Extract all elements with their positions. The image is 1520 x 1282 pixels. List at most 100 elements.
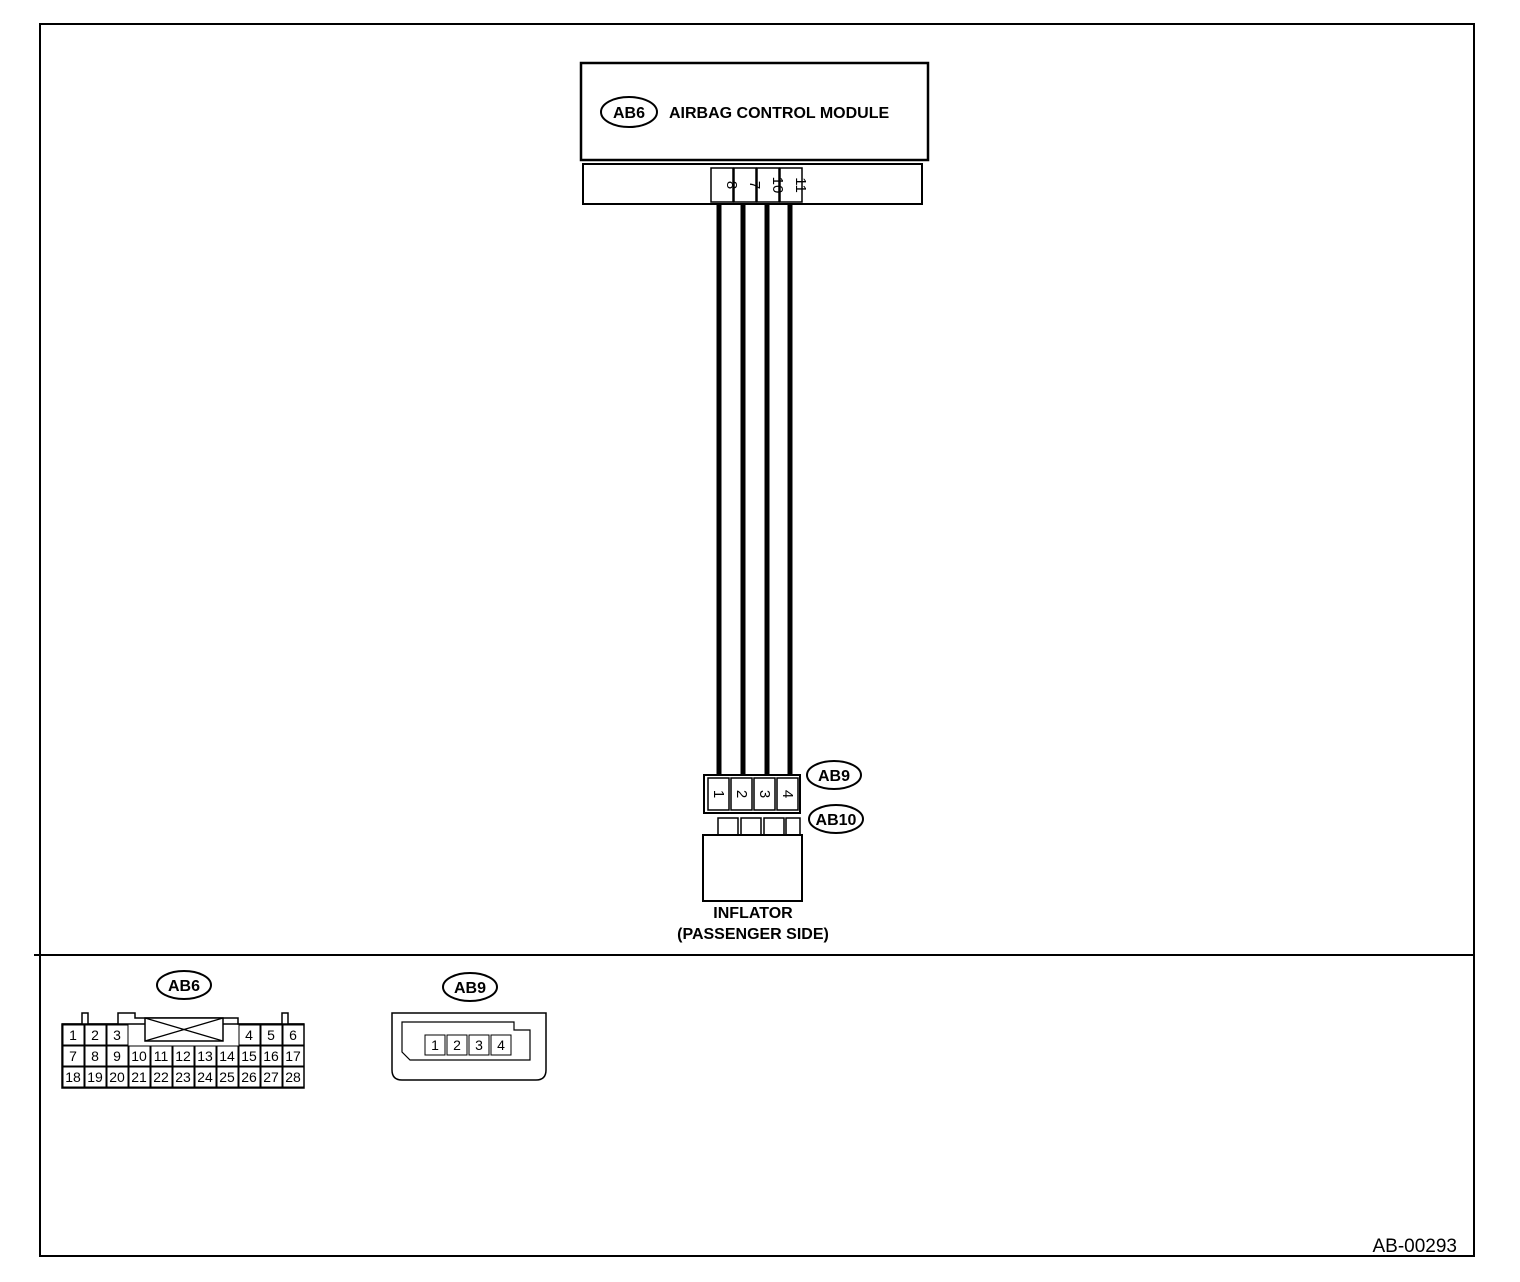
connector-badge-top-text: AB9 <box>818 768 850 785</box>
ab6-cell <box>106 1066 129 1088</box>
ab6-pin: 9 <box>113 1048 121 1064</box>
ab6-pin: 18 <box>65 1069 81 1085</box>
connector-badge-bottom-text: AB10 <box>816 812 857 829</box>
terminal-stub <box>763 817 785 837</box>
ab9-cell <box>468 1034 490 1056</box>
inflator-label: INFLATOR <box>713 905 793 922</box>
ab9-pin: 4 <box>497 1037 505 1053</box>
ab6-cell <box>172 1066 195 1088</box>
ab6-pin: 23 <box>175 1069 191 1085</box>
module-badge-text: AB6 <box>613 105 645 122</box>
ab9-cell <box>424 1034 446 1056</box>
ab6-pin: 24 <box>197 1069 213 1085</box>
ab6-cell <box>194 1066 217 1088</box>
ab9-pin: 3 <box>475 1037 483 1053</box>
inflator-sublabel: (PASSENGER SIDE) <box>677 926 829 943</box>
ab6-pin: 6 <box>289 1027 297 1043</box>
outer-frame <box>39 23 1475 1257</box>
ab6-cell <box>128 1066 151 1088</box>
ab6-pin: 19 <box>87 1069 103 1085</box>
ab6-pin: 2 <box>91 1027 99 1043</box>
ab6-cell <box>260 1045 283 1067</box>
ab6-pin: 27 <box>263 1069 279 1085</box>
ab9-cell <box>490 1034 512 1056</box>
ab6-cell <box>84 1024 107 1046</box>
ab6-blank-cross <box>144 1017 224 1042</box>
ab6-cell <box>62 1024 85 1046</box>
module-pin-label: 11 <box>792 177 809 193</box>
connector-badge-bottom <box>808 804 864 834</box>
ab6-pin: 17 <box>285 1048 301 1064</box>
ab6-pin: 3 <box>113 1027 121 1043</box>
inflator: INFLATOR (PASSENGER SIDE) <box>677 834 829 943</box>
ab6-cell <box>260 1066 283 1088</box>
ab6-cell <box>282 1045 305 1067</box>
ab6-cell <box>84 1066 107 1088</box>
ab6-cell <box>128 1045 151 1067</box>
ab6-cell <box>238 1024 261 1046</box>
ab6-pin: 13 <box>197 1048 213 1064</box>
ab6-cell <box>194 1045 217 1067</box>
module-badge <box>600 96 658 128</box>
ab6-cell <box>282 1066 305 1088</box>
connector-pin-cell <box>707 777 730 811</box>
inflator-connector: 1 2 3 4 AB9 AB10 <box>703 760 864 837</box>
airbag-control-module: AB6 AIRBAG CONTROL MODULE 8 7 10 11 <box>579 61 930 205</box>
connector-pin-label: 1 <box>710 790 727 798</box>
ab6-cell <box>62 1066 85 1088</box>
ab6-pin: 21 <box>131 1069 147 1085</box>
ab6-pin: 25 <box>219 1069 235 1085</box>
module-body <box>579 61 930 162</box>
ab6-connector-view: AB6 1 2 3 4 5 6 7 8 9 10 11 <box>61 970 305 1089</box>
module-pin-label: 7 <box>746 181 763 189</box>
ab6-cell <box>172 1045 195 1067</box>
terminal-stub <box>740 817 762 837</box>
ab9-cell <box>446 1034 468 1056</box>
connector-pin-cell <box>753 777 776 811</box>
connector-pin-label: 4 <box>779 790 796 798</box>
ab9-view-badge <box>442 972 498 1002</box>
module-title: AIRBAG CONTROL MODULE <box>669 105 889 122</box>
connector-pin-label: 3 <box>756 790 773 798</box>
ab6-view-badge-text: AB6 <box>168 978 200 995</box>
ab6-cell <box>238 1066 261 1088</box>
inflator-body <box>702 834 803 902</box>
ab6-cell <box>238 1045 261 1067</box>
ab6-cell <box>282 1024 305 1046</box>
ab6-cell <box>216 1066 239 1088</box>
ab6-pin: 11 <box>154 1048 169 1064</box>
ab6-pin: 16 <box>263 1048 279 1064</box>
ab6-pin: 14 <box>219 1048 235 1064</box>
ab6-cell <box>62 1045 85 1067</box>
ab6-pin: 5 <box>267 1027 275 1043</box>
module-pin-label: 10 <box>769 177 786 194</box>
harness-wires <box>716 204 793 776</box>
terminal-stub <box>785 817 801 837</box>
ab6-pin: 10 <box>131 1048 147 1064</box>
module-pin-cell <box>779 167 803 203</box>
ab6-pin: 4 <box>245 1027 253 1043</box>
ab6-pin: 20 <box>109 1069 125 1085</box>
figure-id: AB-00293 <box>1372 1236 1457 1257</box>
connector-pin-label: 2 <box>733 790 750 798</box>
ab6-cell <box>106 1024 129 1046</box>
ab9-connector-view: AB9 1 2 3 4 <box>391 972 547 1081</box>
ab9-housing-inner <box>401 1021 531 1061</box>
ab6-cell <box>106 1045 129 1067</box>
module-pin-cell <box>733 167 757 203</box>
ab6-housing-top <box>62 1012 304 1025</box>
connector-pin-cell <box>730 777 753 811</box>
ab6-cell <box>216 1045 239 1067</box>
ab9-view-badge-text: AB9 <box>454 980 486 997</box>
ab6-pin: 1 <box>69 1027 77 1043</box>
ab6-cell <box>150 1045 173 1067</box>
ab6-pin: 7 <box>69 1048 77 1064</box>
ab6-pin: 8 <box>91 1048 99 1064</box>
ab6-cell <box>84 1045 107 1067</box>
module-pin-label: 8 <box>723 181 740 189</box>
terminal-stub <box>717 817 739 837</box>
connector-badge-top <box>806 760 862 790</box>
ab6-view-badge <box>156 970 212 1000</box>
connector-pin-cell <box>776 777 799 811</box>
